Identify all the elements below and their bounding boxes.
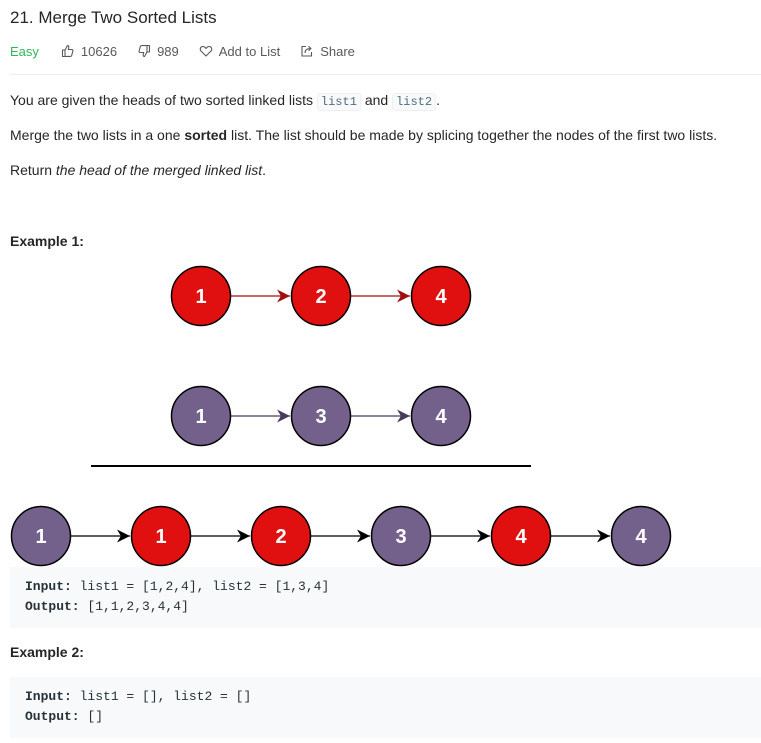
node-value: 3: [315, 406, 326, 428]
problem-meta-bar: Easy 10626 989 Add to List Share: [10, 43, 375, 59]
share-label: Share: [320, 43, 355, 59]
linked-list-diagram: 1 2 4 1 3 4 1 1 2 3: [10, 265, 672, 567]
merged-node: 4: [490, 505, 552, 567]
code-list1: list1: [316, 93, 361, 111]
share-button[interactable]: Share: [300, 44, 355, 59]
code-list2: list2: [392, 93, 437, 111]
node-value: 1: [155, 526, 166, 548]
input-value: list1 = [1,2,4], list2 = [1,3,4]: [79, 579, 330, 594]
p1-suffix: .: [436, 92, 440, 108]
output-label: Output:: [25, 599, 80, 614]
dislike-button[interactable]: 989: [137, 44, 179, 59]
output-value: [1,1,2,3,4,4]: [87, 599, 189, 614]
merged-node: 1: [10, 505, 72, 567]
add-to-list-label: Add to List: [218, 43, 281, 59]
like-count: 10626: [80, 43, 118, 59]
like-button[interactable]: 10626: [61, 44, 117, 59]
heart-icon: [199, 45, 213, 57]
node-value: 4: [515, 526, 527, 548]
p1-and: and: [364, 92, 389, 108]
example-2-output-line: Output: []: [25, 707, 746, 727]
example-1-code-block: Input: list1 = [1,2,4], list2 = [1,3,4] …: [10, 567, 761, 628]
list2-node: 3: [290, 385, 352, 447]
input-label: Input:: [25, 579, 72, 594]
p2-text: Merge the two lists in a one: [10, 127, 181, 143]
example-2-input-line: Input: list1 = [], list2 = []: [25, 687, 746, 707]
list2-node: 1: [170, 385, 232, 447]
merged-node: 4: [610, 505, 672, 567]
description-paragraph-2: Merge the two lists in a one sorted list…: [10, 127, 717, 143]
example-1-title: Example 1:: [10, 233, 84, 249]
thumbs-up-icon: [61, 44, 74, 58]
p2-bold: sorted: [184, 127, 228, 143]
node-value: 2: [315, 286, 326, 308]
example-2-code-block: Input: list1 = [], list2 = [] Output: []: [10, 677, 761, 738]
node-value: 1: [195, 406, 206, 428]
list1-node: 1: [170, 265, 232, 327]
list1-node: 2: [290, 265, 352, 327]
problem-title: 21. Merge Two Sorted Lists: [10, 8, 217, 27]
difficulty-badge: Easy: [10, 43, 39, 59]
share-icon: [301, 45, 313, 57]
description-paragraph-1: You are given the heads of two sorted li…: [10, 92, 440, 111]
p1-text: You are given the heads of two sorted li…: [10, 92, 314, 108]
node-value: 1: [195, 286, 206, 308]
node-value: 1: [35, 526, 46, 548]
p3-suffix: .: [262, 162, 267, 178]
description-paragraph-3: Return the head of the merged linked lis…: [10, 162, 266, 178]
list2-node: 4: [410, 385, 472, 447]
node-value: 4: [635, 526, 647, 548]
merged-node: 1: [130, 505, 192, 567]
header-divider: [10, 74, 761, 75]
dislike-count: 989: [157, 43, 179, 59]
input-value: list1 = [], list2 = []: [79, 689, 252, 704]
list1-node: 4: [410, 265, 472, 327]
output-value: []: [87, 709, 104, 724]
p3-text: Return: [10, 162, 53, 178]
node-value: 2: [275, 526, 286, 548]
output-label: Output:: [25, 709, 80, 724]
thumbs-down-icon: [138, 44, 151, 58]
example-2-title: Example 2:: [10, 644, 84, 660]
example-1-output-line: Output: [1,1,2,3,4,4]: [25, 597, 746, 617]
p3-italic: the head of the merged linked list: [55, 162, 263, 178]
merged-node: 3: [370, 505, 432, 567]
node-value: 4: [435, 286, 447, 308]
input-label: Input:: [25, 689, 72, 704]
merged-node: 2: [250, 505, 312, 567]
add-to-list-button[interactable]: Add to List: [199, 44, 280, 59]
example-1-input-line: Input: list1 = [1,2,4], list2 = [1,3,4]: [25, 577, 746, 597]
p2-suffix: list. The list should be made by splicin…: [231, 127, 718, 143]
node-value: 4: [435, 406, 447, 428]
node-value: 3: [395, 526, 406, 548]
